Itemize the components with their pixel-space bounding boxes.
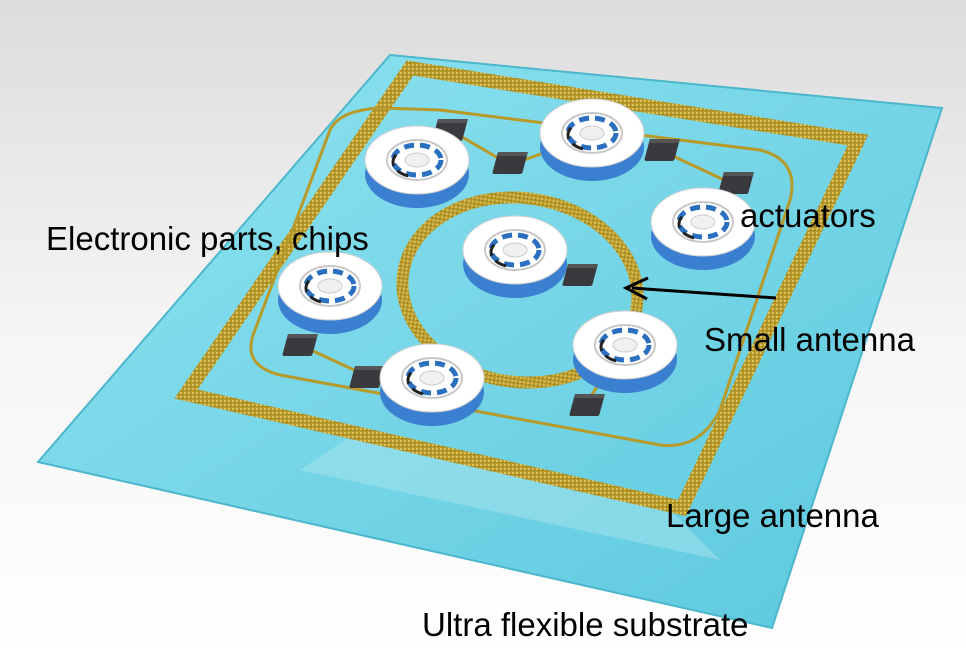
label-electronic-parts: Electronic parts, chips (46, 220, 369, 257)
actuator (365, 126, 469, 208)
actuator (380, 344, 484, 426)
label-actuators: actuators (740, 197, 876, 234)
large-antenna (174, 60, 869, 517)
actuator (540, 99, 644, 181)
actuator (573, 311, 677, 393)
small-antenna (396, 191, 644, 389)
label-small-antenna: Small antenna (704, 321, 916, 358)
label-large-antenna: Large antenna (666, 497, 880, 534)
actuator (463, 216, 567, 298)
small-antenna-arrow (631, 286, 777, 300)
chip (562, 264, 598, 286)
arrow-head-icon (622, 276, 649, 301)
chip (282, 334, 318, 356)
chip (569, 394, 605, 416)
chip (644, 139, 680, 161)
substrate-shadow (300, 430, 720, 560)
actuator (278, 252, 382, 334)
label-substrate: Ultra flexible substrate (422, 606, 748, 643)
chip (492, 152, 528, 174)
